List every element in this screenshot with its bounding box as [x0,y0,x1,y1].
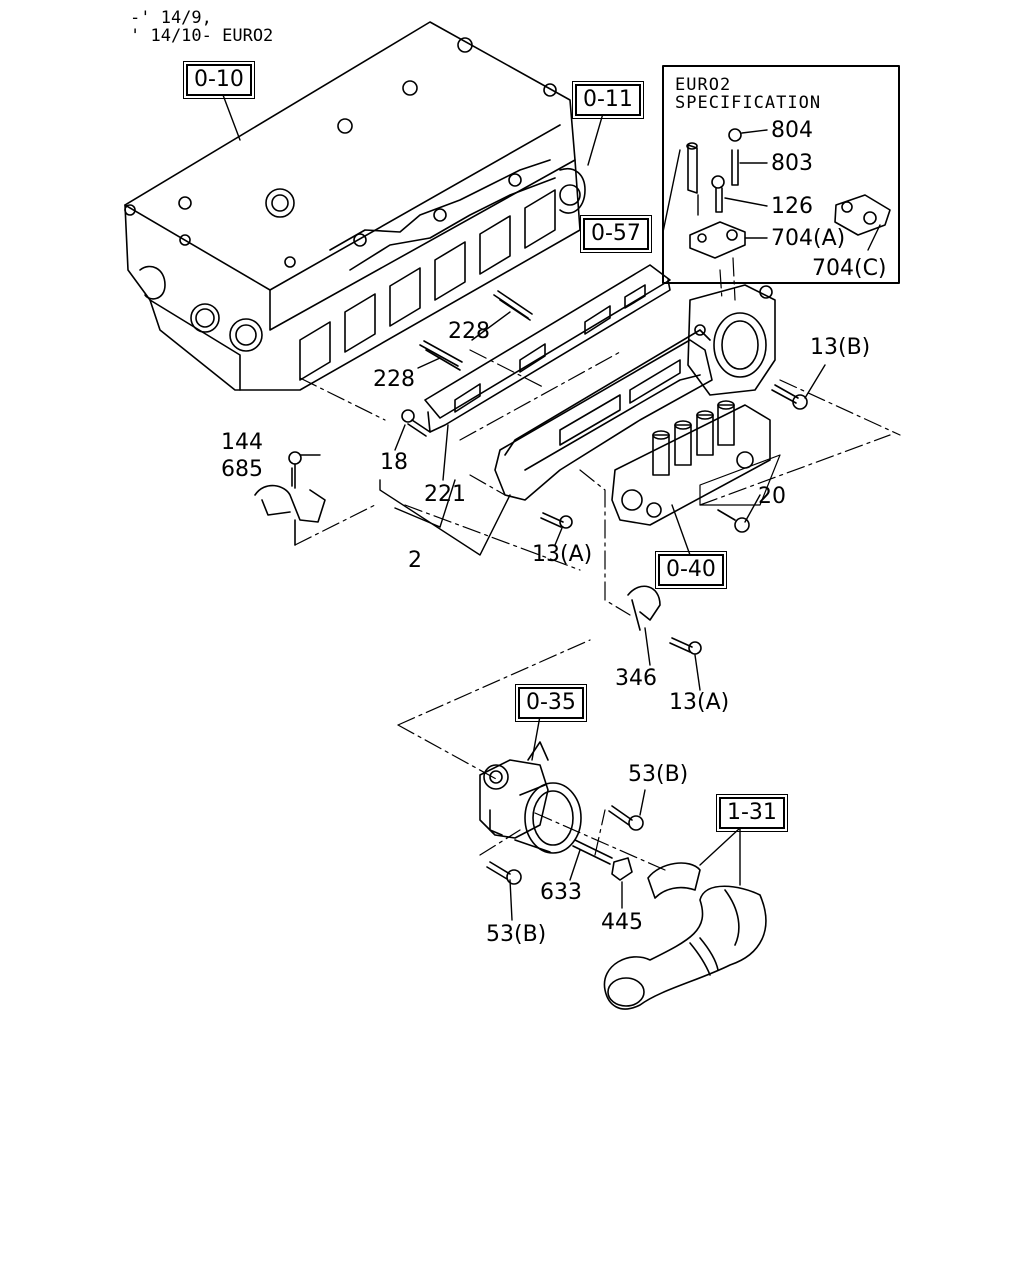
part-label-704a[interactable]: 704(A) [771,226,846,251]
part-label-804[interactable]: 804 [771,118,813,143]
reference-box-0-57[interactable]: 0-57 [580,215,652,253]
spec-box-title-line2: SPECIFICATION [675,93,822,113]
part-label-445[interactable]: 445 [601,910,643,935]
part-label-633[interactable]: 633 [540,880,582,905]
reference-box-0-10[interactable]: 0-10 [183,61,255,99]
intake-hose-drawing [603,862,767,1010]
part-label-53b-right[interactable]: 53(B) [628,762,689,787]
part-label-221[interactable]: 221 [424,482,466,507]
center-lines [294,257,901,871]
part-label-13b[interactable]: 13(B) [810,335,871,360]
part-label-704c[interactable]: 704(C) [812,256,887,281]
reference-box-0-11[interactable]: 0-11 [572,81,644,119]
part-label-18[interactable]: 18 [380,450,408,475]
part-label-13a-upper[interactable]: 13(A) [532,542,593,567]
spec-box-frame [662,65,900,284]
model-range-line1: -' 14/9, [130,8,212,28]
spec-box-title-line1: EURO2 [675,75,732,95]
part-label-346[interactable]: 346 [615,666,657,691]
reference-box-0-35[interactable]: 0-35 [515,684,587,722]
part-label-13a-lower[interactable]: 13(A) [669,690,730,715]
part-label-2[interactable]: 2 [408,548,422,573]
fasteners-drawing [254,290,808,885]
intake-manifold-drawing [424,264,776,526]
reference-box-0-40[interactable]: 0-40 [655,551,727,589]
part-label-144[interactable]: 144 [221,430,263,455]
part-label-53b-left[interactable]: 53(B) [486,922,547,947]
cylinder-head-drawing [124,21,586,391]
model-range-line2: ' 14/10- EURO2 [130,26,274,46]
spec-detail-drawing [686,128,891,259]
part-label-228-lower[interactable]: 228 [373,367,415,392]
part-label-228-upper[interactable]: 228 [448,319,490,344]
reference-box-1-31[interactable]: 1-31 [716,794,788,832]
part-label-20[interactable]: 20 [758,484,786,509]
part-label-803[interactable]: 803 [771,151,813,176]
part-label-126[interactable]: 126 [771,194,813,219]
egr-valve-drawing [479,741,582,854]
part-label-685[interactable]: 685 [221,457,263,482]
rail-frame [699,454,781,506]
